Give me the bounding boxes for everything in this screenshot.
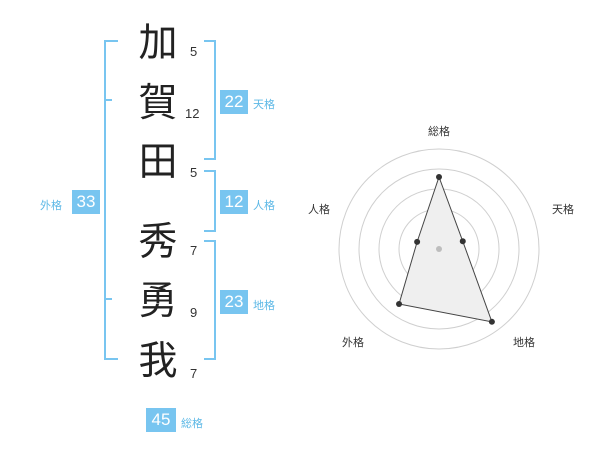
stroke-count-1: 5 bbox=[190, 44, 198, 59]
radar-axis-label-gaikaku: 外格 bbox=[342, 335, 364, 349]
stroke-count-6: 7 bbox=[190, 366, 198, 381]
stroke-count-4: 7 bbox=[190, 243, 198, 258]
name-char-5: 勇 bbox=[138, 279, 178, 324]
stroke-count-5: 9 bbox=[190, 305, 198, 320]
name-char-3: 田 bbox=[138, 140, 178, 185]
soukaku-label: 総格 bbox=[181, 417, 203, 430]
soukaku-value: 45 bbox=[146, 408, 176, 432]
radar-point bbox=[459, 238, 466, 245]
stroke-count-3: 5 bbox=[190, 165, 198, 180]
radar-chart: 総格 天格 地格 外格 人格 bbox=[308, 124, 574, 350]
radar-point bbox=[436, 174, 442, 180]
radar-point bbox=[396, 301, 403, 308]
jinkaku-label: 人格 bbox=[253, 199, 275, 212]
stroke-count-2: 12 bbox=[185, 106, 200, 121]
gaikaku-label: 外格 bbox=[40, 199, 62, 212]
chikaku-label: 地格 bbox=[253, 299, 275, 312]
radar-polygon bbox=[398, 175, 493, 323]
radar-axis-label-jinkaku: 人格 bbox=[308, 202, 330, 216]
radar-ring bbox=[338, 148, 540, 350]
name-char-1: 加 bbox=[138, 21, 178, 66]
name-char-6: 我 bbox=[138, 339, 178, 384]
jinkaku-value: 12 bbox=[220, 190, 248, 214]
radar-ring bbox=[358, 168, 520, 330]
radar-axis-label-chikaku: 地格 bbox=[513, 335, 535, 349]
name-char-2: 賀 bbox=[138, 81, 178, 126]
radar-axis-label-soukaku: 総格 bbox=[428, 124, 450, 138]
name-char-4: 秀 bbox=[138, 220, 178, 265]
chikaku-value: 23 bbox=[220, 290, 248, 314]
tenkaku-label: 天格 bbox=[253, 98, 275, 111]
gaikaku-value: 33 bbox=[72, 190, 100, 214]
radar-center-dot bbox=[436, 246, 442, 252]
tenkaku-value: 22 bbox=[220, 90, 248, 114]
radar-axis-label-tenkaku: 天格 bbox=[552, 202, 574, 216]
radar-point bbox=[414, 238, 421, 245]
radar-point bbox=[488, 318, 495, 325]
